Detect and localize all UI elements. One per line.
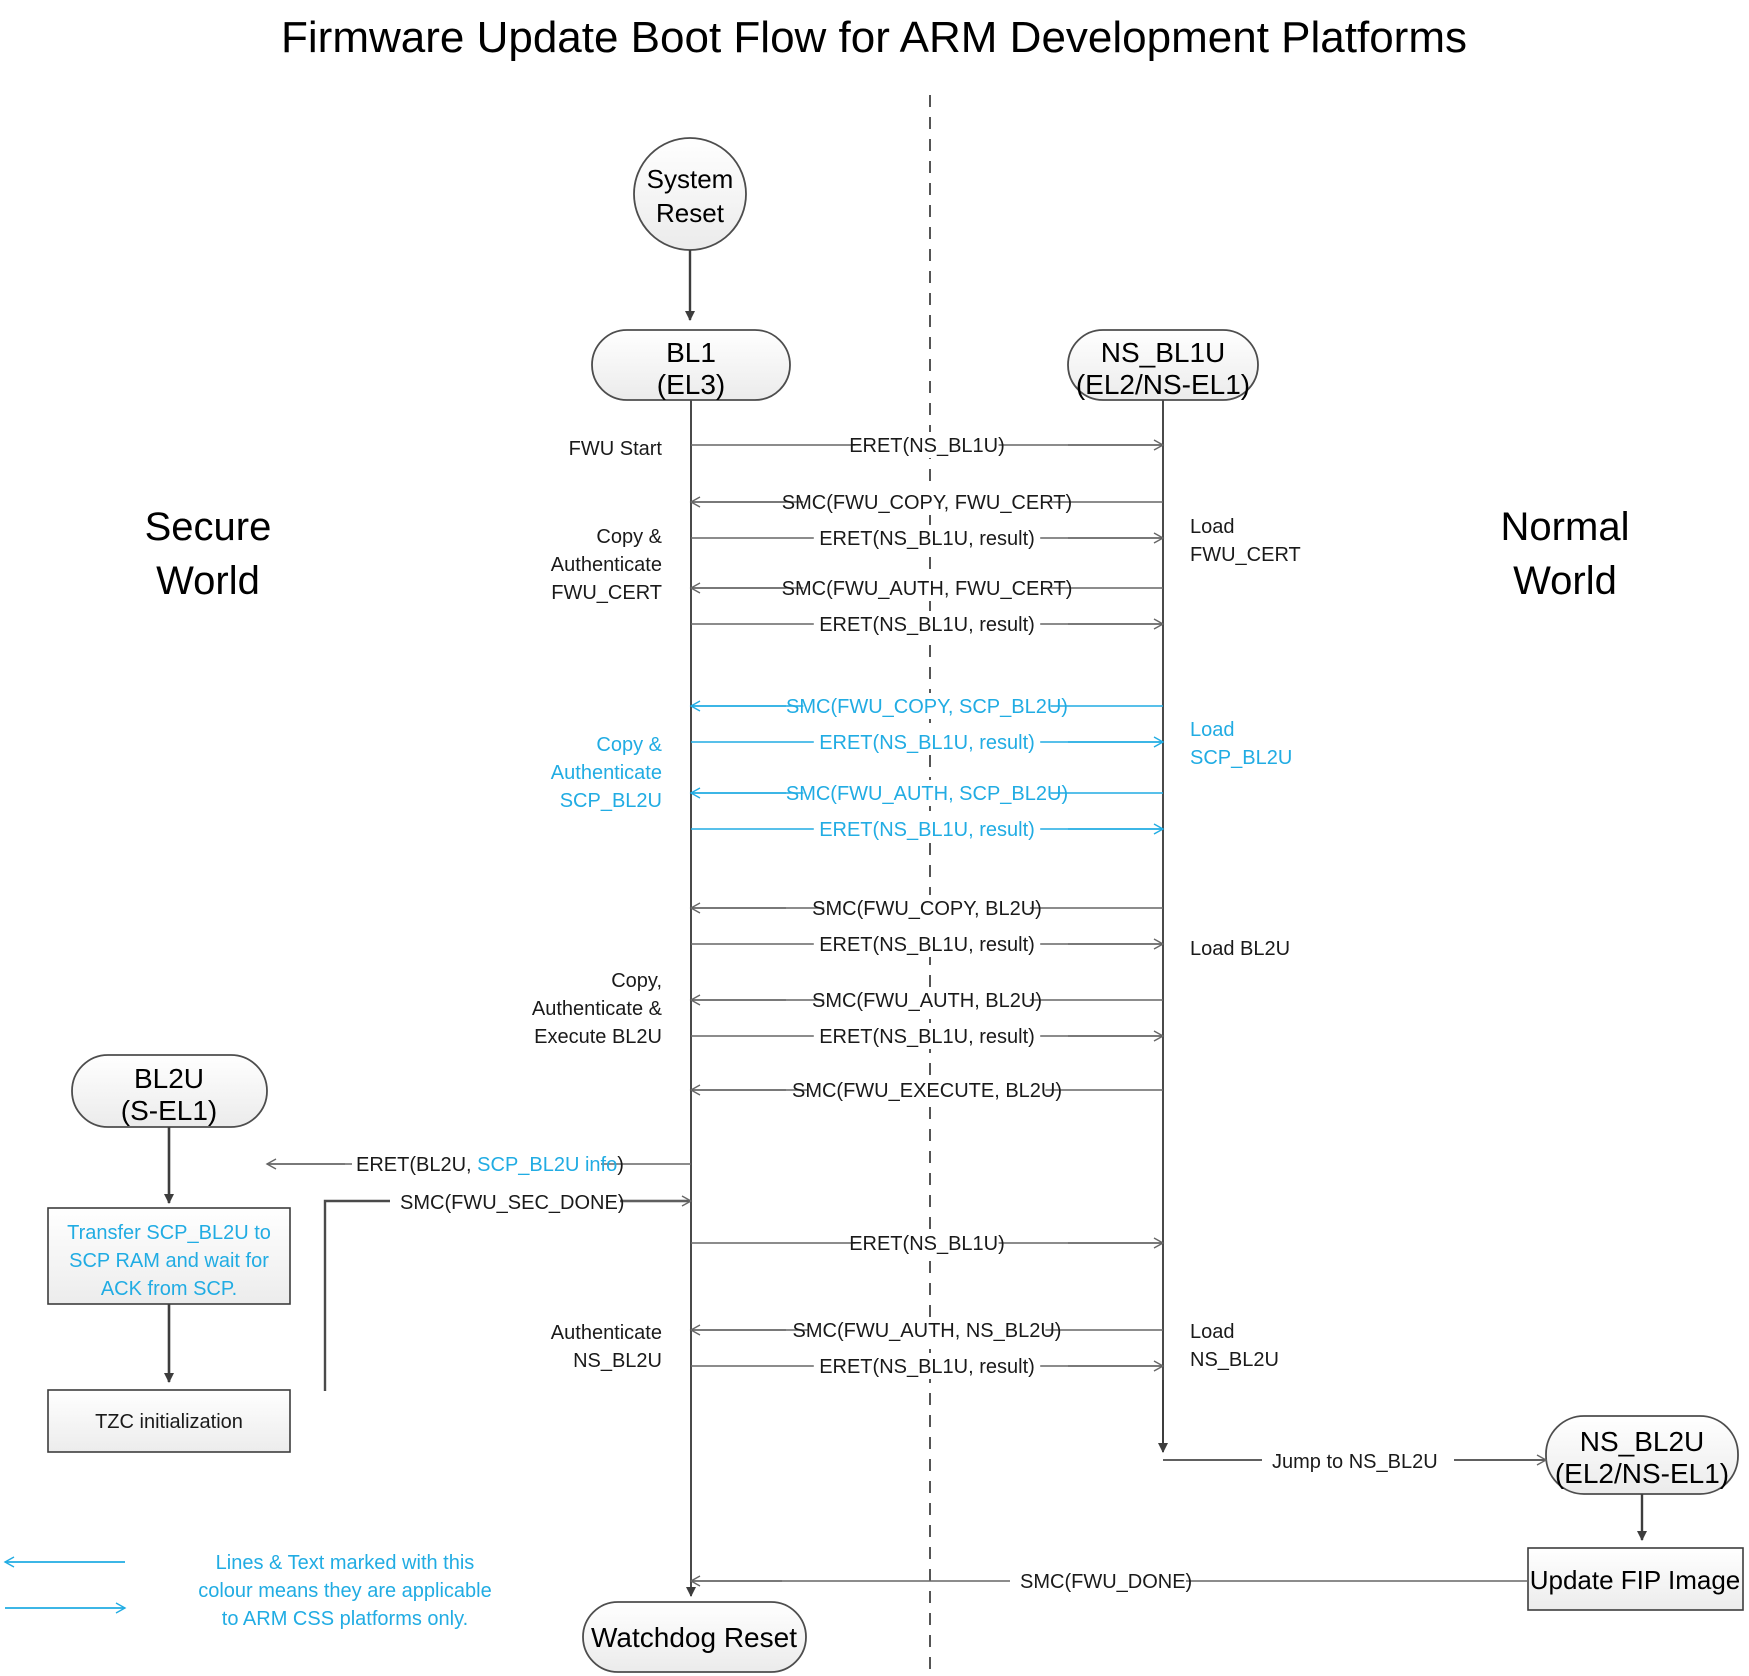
legend-line1: Lines & Text marked with this <box>216 1552 475 1574</box>
node-system-reset-line1: System <box>647 164 734 194</box>
node-watchdog-reset[interactable]: Watchdog Reset <box>582 1601 807 1673</box>
message-label-m15: ERET(NS_BL1U) <box>849 1233 1005 1255</box>
annotation-a4: FWU_CERT <box>551 582 662 604</box>
box-transfer-line2: SCP RAM and wait for <box>69 1250 269 1272</box>
legend: Lines & Text marked with this colour mea… <box>3 1552 492 1630</box>
message-m4: SMC(FWU_AUTH, FWU_CERT) <box>689 575 1163 601</box>
page-title: Firmware Update Boot Flow for ARM Develo… <box>281 13 1467 62</box>
annotation-b6: Load <box>1190 1321 1235 1343</box>
message-m7: ERET(NS_BL1U, result) <box>691 729 1165 755</box>
msg-fwu-done-label: SMC(FWU_DONE) <box>1020 1571 1192 1593</box>
message-m11: ERET(NS_BL1U, result) <box>691 931 1165 957</box>
annotation-a9: Authenticate & <box>532 998 663 1020</box>
node-ns-bl1u-line2: (EL2/NS-EL1) <box>1076 369 1250 400</box>
message-m5: ERET(NS_BL1U, result) <box>691 611 1165 637</box>
node-bl2u-line1: BL2U <box>134 1063 204 1094</box>
normal-world-label: Normal World <box>1501 505 1630 603</box>
msg-jump-to-ns-bl2u-label: Jump to NS_BL2U <box>1272 1451 1438 1473</box>
annotation-a5: Copy & <box>596 734 662 756</box>
message-layer: ERET(NS_BL1U) SMC(FWU_COPY, FWU_CERT) ERET… <box>689 432 1165 1379</box>
secure-world-label: Secure World <box>145 505 272 603</box>
box-tzc-initialization[interactable]: TZC initialization <box>47 1389 291 1453</box>
svg-text:Normal: Normal <box>1501 505 1630 549</box>
message-label-m10: SMC(FWU_COPY, BL2U) <box>812 898 1042 920</box>
node-system-reset-line2: Reset <box>656 198 725 228</box>
node-bl1-line2: (EL3) <box>657 369 725 400</box>
message-m6: SMC(FWU_COPY, SCP_BL2U) <box>689 693 1163 719</box>
message-label-m5: ERET(NS_BL1U, result) <box>819 614 1035 636</box>
message-label-m6: SMC(FWU_COPY, SCP_BL2U) <box>786 696 1068 718</box>
legend-line3: to ARM CSS platforms only. <box>222 1608 468 1630</box>
annotation-a8: Copy, <box>611 970 662 992</box>
node-bl2u[interactable]: BL2U (S-EL1) <box>71 1054 268 1128</box>
message-m9: ERET(NS_BL1U, result) <box>691 816 1165 842</box>
message-label-m1: ERET(NS_BL1U) <box>849 435 1005 457</box>
node-ns-bl2u[interactable]: NS_BL2U (EL2/NS-EL1) <box>1545 1415 1739 1495</box>
message-label-m4: SMC(FWU_AUTH, FWU_CERT) <box>782 578 1073 600</box>
message-label-m2: SMC(FWU_COPY, FWU_CERT) <box>782 492 1072 514</box>
message-m16: SMC(FWU_AUTH, NS_BL2U) <box>689 1317 1163 1343</box>
node-ns-bl2u-line2: (EL2/NS-EL1) <box>1555 1458 1729 1489</box>
box-transfer-line3: ACK from SCP. <box>101 1278 237 1300</box>
message-m10: SMC(FWU_COPY, BL2U) <box>689 895 1163 921</box>
box-update-fip-image[interactable]: Update FIP Image <box>1527 1547 1744 1611</box>
message-label-m11: ERET(NS_BL1U, result) <box>819 934 1035 956</box>
node-system-reset[interactable]: System Reset <box>633 137 747 251</box>
message-label-m17: ERET(NS_BL1U, result) <box>819 1356 1035 1378</box>
annotation-b7: NS_BL2U <box>1190 1349 1279 1371</box>
message-m1: ERET(NS_BL1U) <box>691 432 1165 458</box>
annotation-b5: Load BL2U <box>1190 938 1290 960</box>
message-label-m3: ERET(NS_BL1U, result) <box>819 528 1035 550</box>
message-m2: SMC(FWU_COPY, FWU_CERT) <box>689 489 1163 515</box>
message-m17: ERET(NS_BL1U, result) <box>691 1353 1165 1379</box>
svg-text:World: World <box>156 559 260 603</box>
message-label-m7: ERET(NS_BL1U, result) <box>819 732 1035 754</box>
svg-text:World: World <box>1513 559 1617 603</box>
message-m12: SMC(FWU_AUTH, BL2U) <box>689 987 1163 1013</box>
box-tzc-label: TZC initialization <box>95 1411 243 1433</box>
annotation-b3: Load <box>1190 719 1235 741</box>
node-ns-bl1u-line1: NS_BL1U <box>1101 337 1226 368</box>
svg-text:Secure: Secure <box>145 505 272 549</box>
node-ns-bl1u[interactable]: NS_BL1U (EL2/NS-EL1) <box>1067 329 1259 401</box>
annotation-a6: Authenticate <box>551 762 662 784</box>
message-m14: SMC(FWU_EXECUTE, BL2U) <box>689 1077 1163 1103</box>
message-m3: ERET(NS_BL1U, result) <box>691 525 1165 551</box>
message-label-m12: SMC(FWU_AUTH, BL2U) <box>812 990 1042 1012</box>
annotation-b2: FWU_CERT <box>1190 544 1301 566</box>
message-label-m16: SMC(FWU_AUTH, NS_BL2U) <box>793 1320 1062 1342</box>
annotation-a7: SCP_BL2U <box>560 790 662 812</box>
node-bl1-line1: BL1 <box>666 337 716 368</box>
node-ns-bl2u-line1: NS_BL2U <box>1580 1426 1705 1457</box>
annotation-a1: FWU Start <box>569 438 663 460</box>
box-transfer-line1: Transfer SCP_BL2U to <box>67 1222 271 1244</box>
legend-line2: colour means they are applicable <box>198 1580 492 1602</box>
box-transfer-scp-bl2u[interactable]: Transfer SCP_BL2U to SCP RAM and wait fo… <box>47 1207 291 1305</box>
annotation-a12: NS_BL2U <box>573 1350 662 1372</box>
message-m8: SMC(FWU_AUTH, SCP_BL2U) <box>689 780 1163 806</box>
node-watchdog-label: Watchdog Reset <box>591 1622 797 1653</box>
node-bl1[interactable]: BL1 (EL3) <box>591 329 791 401</box>
annotation-a11: Authenticate <box>551 1322 662 1344</box>
annotation-a10: Execute BL2U <box>534 1026 662 1048</box>
annotation-b1: Load <box>1190 516 1235 538</box>
message-m15: ERET(NS_BL1U) <box>691 1230 1165 1256</box>
msg-eret-bl2u-label-black: ERET(BL2U, SCP_BL2U info) <box>356 1154 624 1176</box>
message-m13: ERET(NS_BL1U, result) <box>691 1023 1165 1049</box>
message-label-m9: ERET(NS_BL1U, result) <box>819 819 1035 841</box>
box-update-fip-label: Update FIP Image <box>1530 1565 1741 1595</box>
message-label-m8: SMC(FWU_AUTH, SCP_BL2U) <box>786 783 1068 805</box>
annotation-b4: SCP_BL2U <box>1190 747 1292 769</box>
message-label-m13: ERET(NS_BL1U, result) <box>819 1026 1035 1048</box>
annotation-a2: Copy & <box>596 526 662 548</box>
node-bl2u-line2: (S-EL1) <box>121 1095 217 1126</box>
message-label-m14: SMC(FWU_EXECUTE, BL2U) <box>792 1080 1062 1102</box>
msg-fwu-sec-done-label: SMC(FWU_SEC_DONE) <box>400 1192 624 1214</box>
annotation-a3: Authenticate <box>551 554 662 576</box>
